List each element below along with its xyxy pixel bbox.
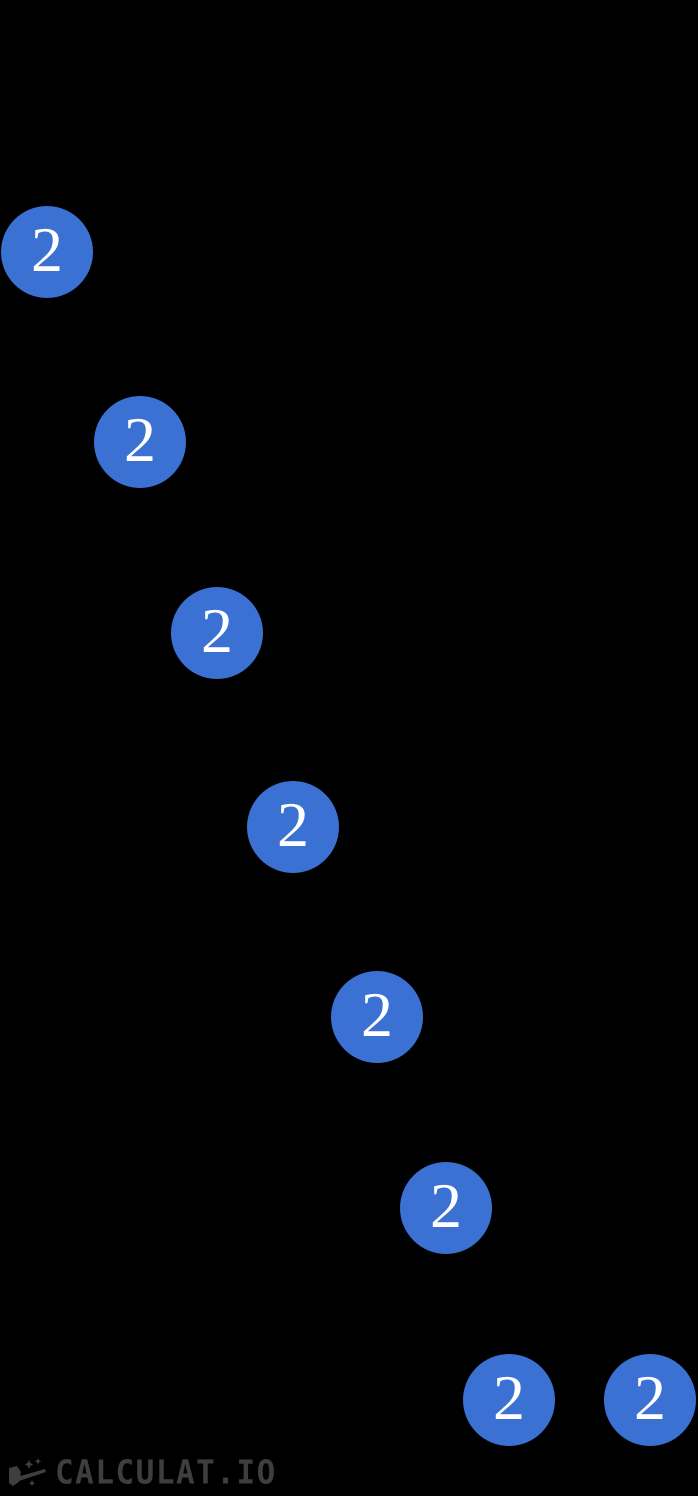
- factor-node-label: 2: [361, 979, 393, 1050]
- factor-node: 2: [1, 206, 93, 298]
- factor-node-label: 2: [493, 1362, 525, 1433]
- logo-text: CALCULAT.IO: [55, 1453, 277, 1492]
- factor-node: 2: [604, 1354, 696, 1446]
- wand-sparkles-icon: [9, 1458, 46, 1487]
- factor-node-label: 2: [430, 1170, 462, 1241]
- factor-node-label: 2: [31, 214, 63, 285]
- factor-node-label: 2: [277, 789, 309, 860]
- factor-node: 2: [171, 587, 263, 679]
- factor-node: 2: [400, 1162, 492, 1254]
- factor-node-label: 2: [124, 404, 156, 475]
- factor-node: 2: [247, 781, 339, 873]
- factor-node: 2: [463, 1354, 555, 1446]
- factor-node: 2: [94, 396, 186, 488]
- factor-node-label: 2: [201, 595, 233, 666]
- factor-node: 2: [331, 971, 423, 1063]
- calculatio-logo: CALCULAT.IO: [7, 1456, 277, 1490]
- factor-node-label: 2: [634, 1362, 666, 1433]
